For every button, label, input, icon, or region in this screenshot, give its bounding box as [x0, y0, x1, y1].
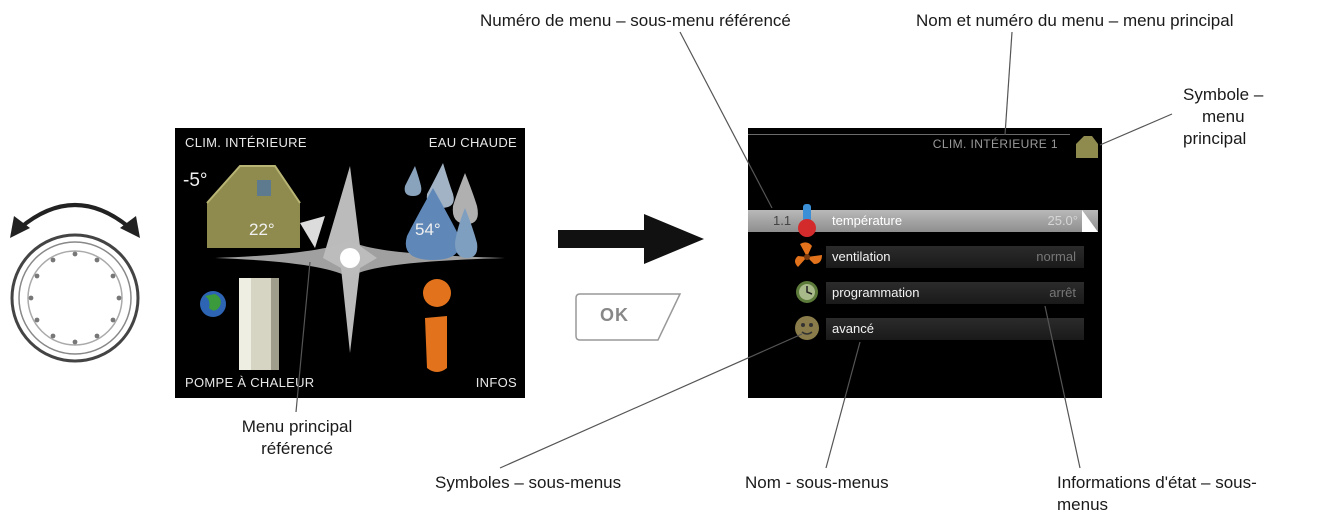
- clock-icon: [796, 281, 818, 303]
- label-heat-pump: POMPE À CHALEUR: [185, 375, 315, 390]
- callout-line: menu: [1202, 107, 1245, 126]
- info-icon: [423, 279, 451, 372]
- submenu-status: normal: [1036, 249, 1076, 264]
- leader-submenu-symbols: [499, 333, 803, 469]
- callout-main-menu-ref: Menu principal référencé: [222, 416, 372, 460]
- main-menu-house-icon: [1076, 136, 1098, 158]
- callout-line: menus: [1057, 495, 1109, 514]
- submenu-name: température: [832, 213, 903, 228]
- callout-submenu-symbols: Symboles – sous-menus: [435, 473, 622, 492]
- callout-menu-name-number: Nom et numéro du menu – menu principal: [916, 11, 1234, 30]
- callout-main-menu-symbol: Symbole – menu principal: [1183, 84, 1263, 150]
- thermometer-icon: [798, 204, 816, 237]
- submenu-name: ventilation: [832, 249, 891, 264]
- ok-button-illustration: [575, 293, 682, 341]
- rotate-arrow-icon: [10, 203, 140, 238]
- submenu-name: avancé: [832, 321, 874, 336]
- submenu-header-title: CLIM. INTÉRIEURE 1: [932, 137, 1058, 151]
- callout-line: principal: [1183, 129, 1247, 148]
- label-hot-water: EAU CHAUDE: [428, 135, 517, 150]
- indoor-temperature: 22°: [249, 220, 275, 239]
- row-corner-icon: [1082, 210, 1098, 232]
- fan-icon: [795, 242, 822, 267]
- main-menu-graphics: [200, 163, 505, 372]
- center-star-icon: [215, 166, 505, 353]
- submenu-status: 25.0°: [1047, 213, 1078, 228]
- heat-pump-icon: [239, 278, 279, 370]
- leader-main-menu-ref: [295, 261, 311, 413]
- rotary-knob-illustration: [10, 203, 140, 363]
- ok-button-label: OK: [600, 305, 629, 325]
- submenu-row-programming[interactable]: programmation arrêt: [826, 282, 1084, 304]
- submenu-row-ventilation[interactable]: ventilation normal: [826, 246, 1084, 268]
- house-icon: [206, 165, 325, 248]
- submenu-icons: [795, 204, 822, 340]
- submenu-name: programmation: [832, 285, 920, 300]
- knob-dial: [10, 233, 140, 363]
- submenu-row-advanced[interactable]: avancé: [826, 318, 1084, 340]
- outdoor-temperature: -5°: [183, 170, 208, 191]
- label-indoor-climate: CLIM. INTÉRIEURE: [185, 135, 307, 150]
- callout-line: Informations d'état – sous-: [1057, 473, 1257, 492]
- water-drops-icon: [404, 163, 478, 260]
- callout-submenu-names: Nom - sous-menus: [745, 473, 889, 492]
- submenu-screen: CLIM. INTÉRIEURE 1 1.1 température 25.0°…: [748, 128, 1102, 398]
- leader-main-menu-symbol: [1099, 113, 1173, 146]
- submenu-row-temperature[interactable]: 1.1 température 25.0°: [748, 210, 1098, 232]
- callout-submenu-number: Numéro de menu – sous-menu référencé: [480, 11, 791, 30]
- main-menu-screen: CLIM. INTÉRIEURE EAU CHAUDE POMPE À CHAL…: [175, 128, 525, 398]
- callout-line: Symbole –: [1183, 85, 1264, 104]
- right-arrow-icon: [558, 214, 704, 264]
- submenu-status: arrêt: [1049, 285, 1076, 300]
- leader-menu-name: [1004, 31, 1013, 136]
- globe-icon: [200, 291, 226, 317]
- leader-status-info: [1044, 305, 1081, 469]
- callout-line: référencé: [261, 439, 333, 458]
- menu-number: 1.1: [773, 213, 792, 228]
- callout-line: Menu principal: [241, 417, 353, 436]
- water-temperature: 54°: [415, 220, 441, 239]
- header-line: [748, 134, 1070, 135]
- leader-submenu-number: [679, 31, 773, 209]
- leader-submenu-names: [825, 341, 861, 469]
- label-info: INFOS: [475, 375, 517, 390]
- callout-status-info: Informations d'état – sous- menus: [1057, 472, 1257, 516]
